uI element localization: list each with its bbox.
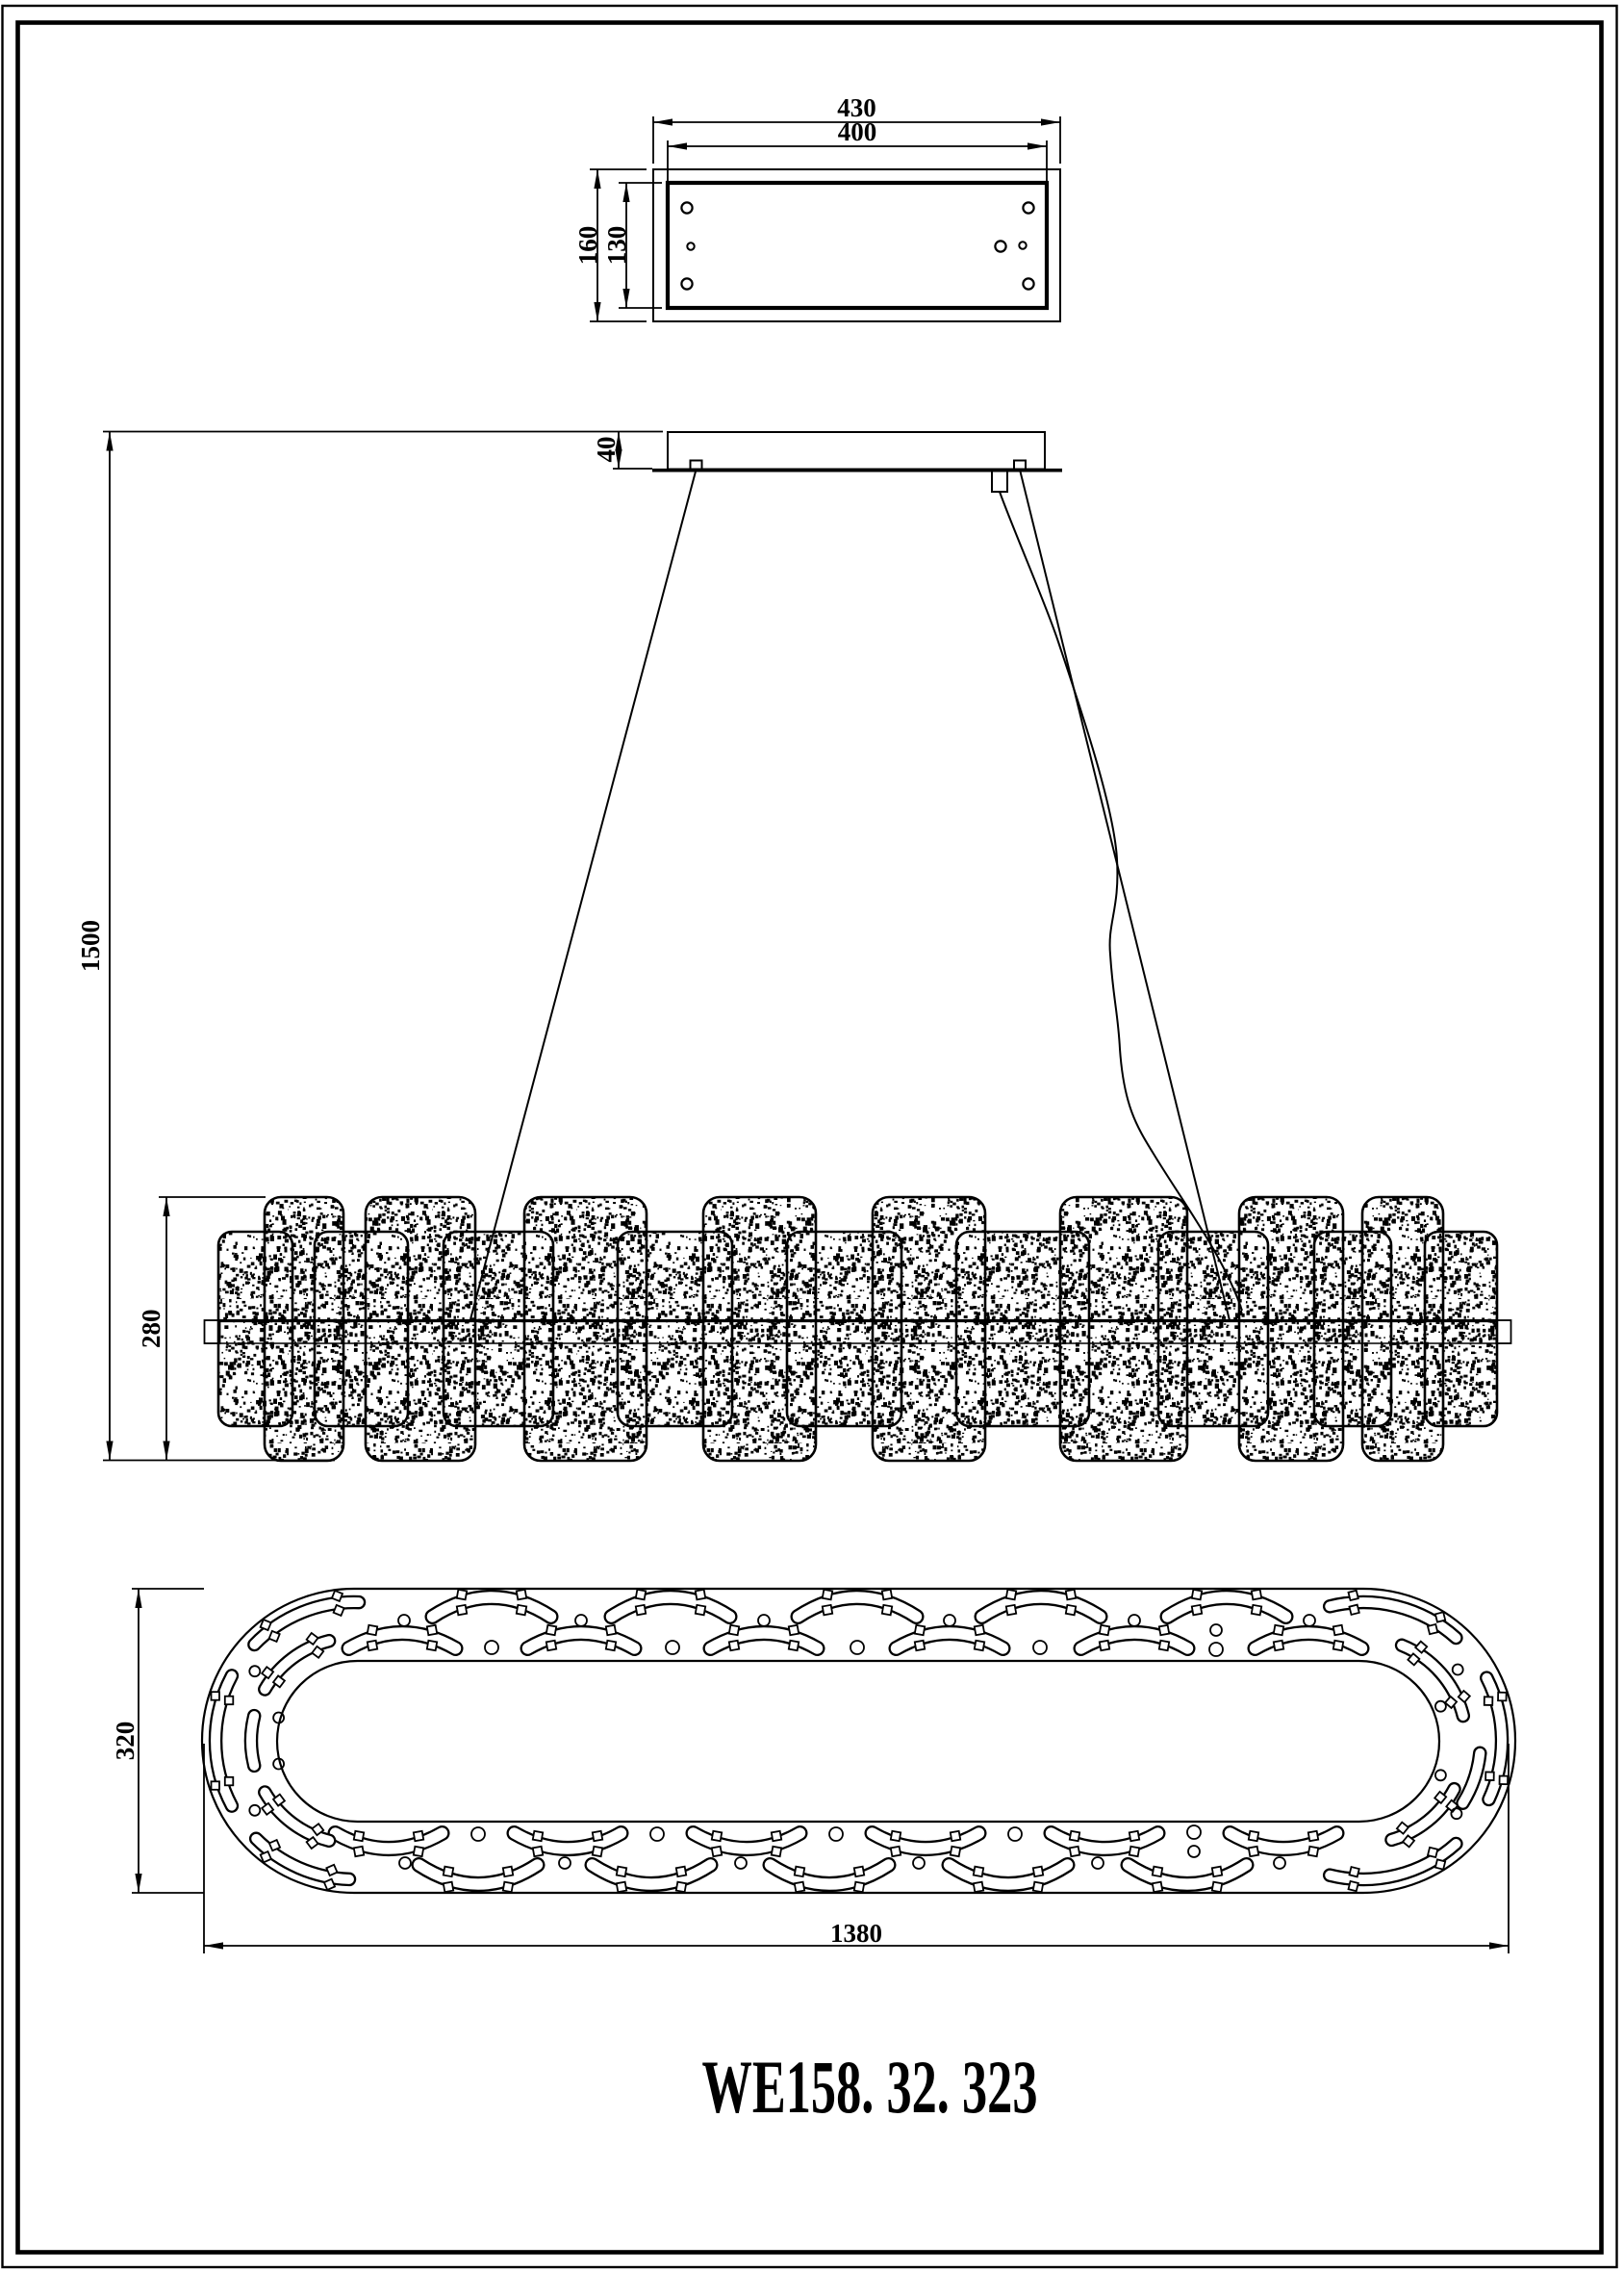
svg-text:320: 320 (111, 1722, 140, 1761)
svg-text:1380: 1380 (830, 1919, 882, 1948)
svg-text:160: 160 (573, 226, 602, 266)
svg-text:130: 130 (602, 226, 631, 266)
svg-text:40: 40 (592, 437, 621, 463)
svg-text:430: 430 (837, 93, 876, 122)
svg-text:1500: 1500 (76, 920, 105, 972)
svg-text:280: 280 (137, 1310, 165, 1349)
svg-text:WE158. 32. 323: WE158. 32. 323 (702, 2045, 1038, 2129)
svg-text:400: 400 (838, 117, 877, 146)
